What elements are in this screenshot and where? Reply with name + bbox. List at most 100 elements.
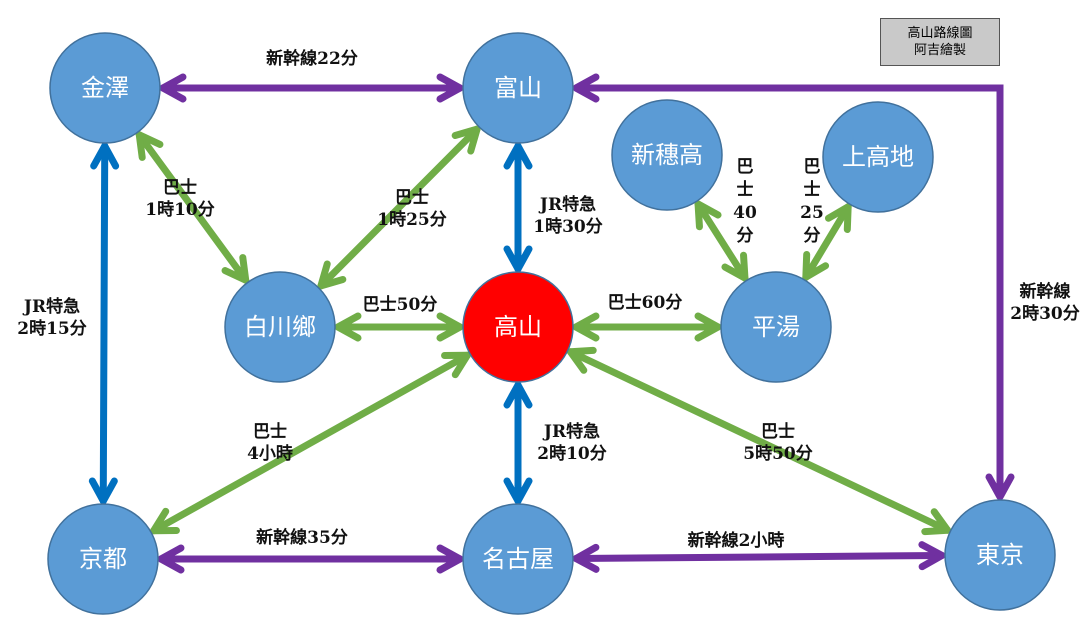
edge-label-line: 巴士 bbox=[395, 187, 429, 208]
edge-toyama-shirakawago-head-end bbox=[317, 260, 347, 290]
node-label-kamikochi: 上高地 bbox=[842, 143, 914, 171]
edge-kanazawa-shirakawago-line bbox=[135, 131, 250, 284]
edge-label-line: 新幹線2小時 bbox=[688, 530, 785, 551]
edges-layer bbox=[88, 73, 1015, 574]
edge-kyoto-nagoya bbox=[157, 544, 464, 574]
edge-toyama-takayama-head-end bbox=[503, 245, 533, 273]
node-circle bbox=[47, 503, 159, 615]
node-circle bbox=[224, 271, 336, 383]
edge-takayama-nagoya bbox=[503, 381, 533, 505]
edge-shirakawago-takayama-head-start bbox=[334, 312, 362, 342]
edge-kamikochi-hirayu-line bbox=[802, 203, 852, 281]
edge-label-line: 分 bbox=[737, 226, 754, 246]
edge-takayama-tokyo-line bbox=[566, 348, 952, 534]
node-kyoto: 京都 bbox=[47, 503, 159, 615]
edge-toyama-shirakawago-head-start bbox=[451, 125, 481, 155]
edge-takayama-hirayu-head-end bbox=[694, 312, 722, 342]
edge-shinhotaka-hirayu-head-end bbox=[721, 251, 749, 282]
edge-label-line: 新幹線22分 bbox=[266, 48, 358, 69]
edge-label-line: 1時10分 bbox=[145, 199, 215, 220]
node-shinhotaka: 新穗高 bbox=[611, 99, 723, 211]
map-author: 阿吉繪製 bbox=[913, 43, 966, 58]
edge-kanazawa-toyama-head-start bbox=[159, 73, 187, 103]
edge-kamikochi-hirayu-head-end bbox=[802, 250, 830, 281]
edge-toyama-tokyo bbox=[572, 73, 1015, 501]
node-circle bbox=[462, 503, 574, 615]
edge-label-kyoto_nagoya: 新幹線35分 bbox=[256, 527, 348, 548]
edge-label-takayama_hirayu: 巴士60分 bbox=[608, 292, 683, 313]
edge-shirakawago-takayama-head-end bbox=[436, 312, 464, 342]
edge-label-line: 巴士 bbox=[253, 421, 287, 442]
edge-toyama-shirakawago bbox=[317, 125, 481, 290]
edge-kanazawa-toyama-head-end bbox=[436, 73, 464, 103]
node-hirayu: 平湯 bbox=[720, 271, 832, 383]
edge-kyoto-nagoya-head-end bbox=[436, 544, 464, 574]
edge-label-line: 5時50分 bbox=[743, 443, 813, 464]
node-circle bbox=[462, 32, 574, 144]
edge-label-line: 2時15分 bbox=[17, 318, 87, 339]
edge-label-line: JR特急 bbox=[538, 194, 596, 215]
node-label-kanazawa: 金澤 bbox=[81, 74, 129, 102]
edge-takayama-kyoto bbox=[150, 351, 471, 535]
edge-label-nagoya_tokyo: 新幹線2小時 bbox=[688, 530, 785, 551]
edge-takayama-tokyo-head-start bbox=[566, 346, 597, 374]
node-shirakawago: 白川鄉 bbox=[224, 271, 336, 383]
edge-shinhotaka-hirayu bbox=[694, 200, 749, 282]
node-circle bbox=[462, 271, 574, 383]
edge-takayama-nagoya-head-start bbox=[503, 381, 533, 409]
edge-label-line: 士 bbox=[804, 179, 821, 200]
edge-kamikochi-hirayu bbox=[802, 203, 852, 281]
node-label-toyama: 富山 bbox=[494, 74, 542, 102]
edge-takayama-tokyo-head-end bbox=[921, 508, 952, 536]
node-circle bbox=[944, 499, 1056, 611]
node-label-nagoya: 名古屋 bbox=[482, 545, 554, 573]
node-circle bbox=[611, 99, 723, 211]
node-takayama: 高山 bbox=[462, 271, 574, 383]
node-label-tokyo: 東京 bbox=[976, 541, 1024, 569]
node-toyama: 富山 bbox=[462, 32, 574, 144]
edge-label-line: 4小時 bbox=[247, 443, 293, 464]
edge-takayama-kyoto-head-start bbox=[441, 351, 471, 379]
map-title-box: 高山路線圖 阿吉繪製 bbox=[880, 18, 1000, 66]
node-circle bbox=[720, 271, 832, 383]
edge-label-line: 新幹線35分 bbox=[256, 527, 348, 548]
edge-toyama-shirakawago-line bbox=[317, 125, 481, 290]
edge-toyama-takayama-head-start bbox=[503, 142, 533, 170]
edge-kamikochi-hirayu-head-start bbox=[824, 203, 852, 234]
edge-kanazawa-shirakawago-head-start bbox=[135, 131, 164, 161]
node-label-kyoto: 京都 bbox=[79, 545, 127, 573]
edge-label-line: 2時30分 bbox=[1010, 303, 1080, 324]
edge-toyama-tokyo-line bbox=[576, 84, 1004, 497]
edge-takayama-hirayu bbox=[572, 312, 722, 342]
edge-shirakawago-takayama bbox=[334, 312, 464, 342]
edge-label-line: JR特急 bbox=[22, 296, 80, 317]
edge-takayama-tokyo bbox=[566, 346, 952, 536]
edge-toyama-tokyo-head-start bbox=[572, 73, 600, 103]
edge-label-line: 1時30分 bbox=[533, 216, 603, 237]
node-tokyo: 東京 bbox=[944, 499, 1056, 611]
edge-nagoya-tokyo-line bbox=[572, 551, 946, 563]
edge-label-line: 士 bbox=[737, 179, 754, 200]
node-nagoya: 名古屋 bbox=[462, 503, 574, 615]
edge-kanazawa-shirakawago bbox=[135, 131, 250, 284]
edge-takayama-nagoya-head-end bbox=[503, 477, 533, 505]
node-circle bbox=[822, 101, 934, 213]
map-title: 高山路線圖 bbox=[907, 26, 973, 41]
node-label-hirayu: 平湯 bbox=[752, 313, 800, 341]
edge-nagoya-tokyo bbox=[572, 541, 946, 573]
edge-label-shirakawago_takayama: 巴士50分 bbox=[363, 294, 438, 315]
edge-label-line: 新幹線 bbox=[1020, 281, 1071, 302]
node-label-shinhotaka: 新穗高 bbox=[631, 141, 703, 169]
edge-label-line: 巴士 bbox=[163, 177, 197, 198]
edge-label-line: 1時25分 bbox=[377, 209, 447, 230]
edge-label-kanazawa_toyama: 新幹線22分 bbox=[266, 48, 358, 69]
node-circle bbox=[49, 32, 161, 144]
edge-toyama-takayama bbox=[503, 142, 533, 273]
edge-takayama-kyoto-line bbox=[150, 351, 471, 535]
